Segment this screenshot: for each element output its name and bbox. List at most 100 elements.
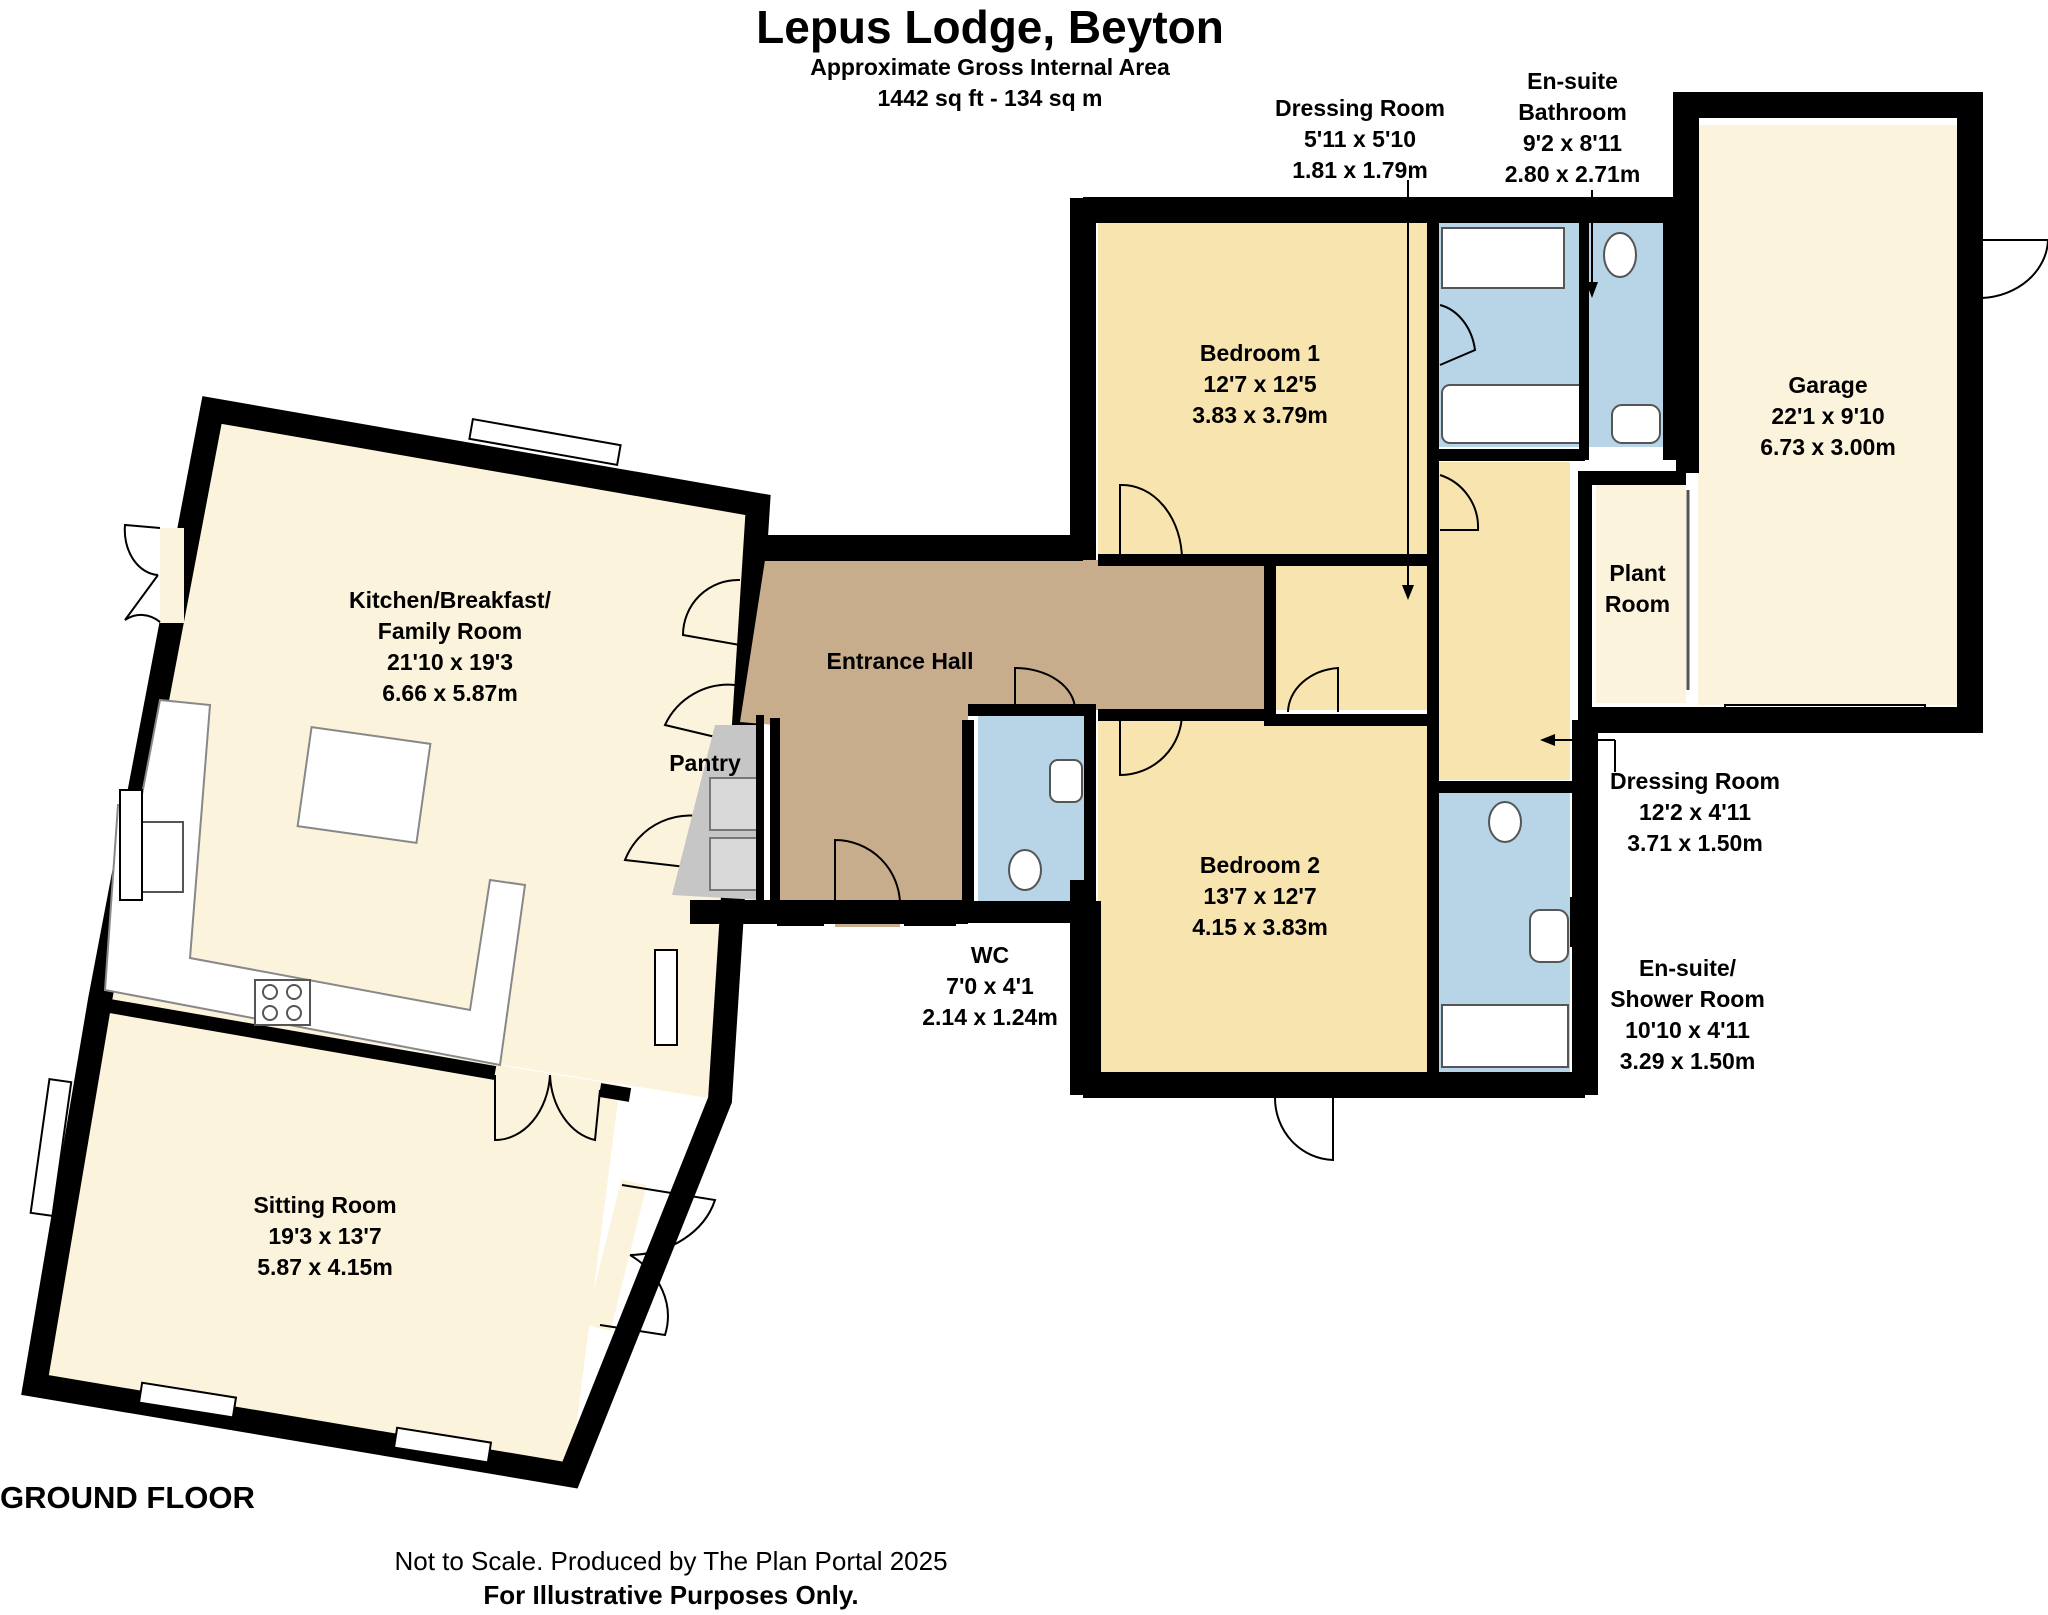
- ensuite-shower-name-2: Shower Room: [1610, 986, 1765, 1012]
- plan-footer: Not to Scale. Produced by The Plan Porta…: [0, 1544, 1342, 1612]
- wc-name: WC: [970, 942, 1010, 968]
- ensuite-bathroom-name-2: Bathroom: [1518, 99, 1627, 125]
- kitchen-imperial: 21'10 x 19'3: [386, 649, 514, 675]
- hob-ring: [286, 984, 302, 1000]
- kitchen-side-door: [160, 528, 184, 623]
- plan-header: Lepus Lodge, Beyton Approximate Gross In…: [0, 2, 1980, 114]
- sitting-window-bottom-2: [392, 1426, 493, 1464]
- dressing-1-label: Dressing Room 5'11 x 5'10 1.81 x 1.79m: [1260, 93, 1460, 186]
- bedroom-1: [1098, 222, 1428, 557]
- wc-basin: [1049, 759, 1083, 803]
- sitting-garden-door: [585, 1179, 647, 1331]
- bedroom-1-label: Bedroom 1 12'7 x 12'5 3.83 x 3.79m: [1150, 338, 1370, 431]
- dressing-2-metric: 3.71 x 1.50m: [1627, 830, 1763, 856]
- kitchen-window-right: [654, 949, 678, 1046]
- sitting-label: Sitting Room 19'3 x 13'7 5.87 x 4.15m: [185, 1190, 465, 1283]
- plant-room-label: Plant Room: [1590, 558, 1685, 620]
- footer-illustrative: For Illustrative Purposes Only.: [483, 1580, 859, 1610]
- bedroom-2-door-swing: [1119, 711, 1184, 777]
- dressing-1-name: Dressing Room: [1275, 95, 1445, 121]
- garage-name: Garage: [1788, 372, 1868, 398]
- ensuite-shower-name: En-suite/: [1638, 955, 1737, 981]
- ensuite-bathroom-imperial: 9'2 x 8'11: [1522, 130, 1623, 156]
- wc-door-swing: [1014, 666, 1076, 711]
- bedroom-1-name: Bedroom 1: [1199, 340, 1321, 366]
- sitting-metric: 5.87 x 4.15m: [257, 1254, 393, 1280]
- garage-imperial: 22'1 x 9'10: [1771, 403, 1885, 429]
- ensuite-shower-tray: [1441, 227, 1565, 289]
- dressing-2-label: Dressing Room 12'2 x 4'11 3.71 x 1.50m: [1590, 766, 1800, 859]
- plant-room: [1596, 478, 1686, 703]
- kitchen-hob: [254, 979, 311, 1026]
- sitting-name: Sitting Room: [253, 1192, 397, 1218]
- ensuite-bathroom-label: En-suite Bathroom 9'2 x 8'11 2.80 x 2.71…: [1480, 66, 1665, 190]
- hob-ring: [262, 1005, 278, 1021]
- wc-label: WC 7'0 x 4'1 2.14 x 1.24m: [900, 940, 1080, 1033]
- pantry-name: Pantry: [669, 750, 741, 776]
- ensuite-shower-label: En-suite/ Shower Room 10'10 x 4'11 3.29 …: [1590, 953, 1785, 1077]
- ensuite-bath: [1441, 384, 1588, 444]
- garage-label: Garage 22'1 x 9'10 6.73 x 3.00m: [1728, 370, 1928, 463]
- garage-metric: 6.73 x 3.00m: [1760, 434, 1896, 460]
- ensuite-toilet: [1603, 232, 1637, 278]
- kitchen-metric: 6.66 x 5.87m: [382, 680, 518, 706]
- dressing-2-name: Dressing Room: [1610, 768, 1780, 794]
- ensuite-bathroom-metric: 2.80 x 2.71m: [1504, 161, 1641, 187]
- sitting-room: [35, 1000, 620, 1475]
- sitting-window-bottom-1: [137, 1381, 238, 1419]
- shower-room-tray: [1441, 1004, 1569, 1068]
- ensuite-basin: [1611, 404, 1661, 444]
- entrance-hall: [740, 560, 1265, 905]
- plan-area: 1442 sq ft - 134 sq m: [877, 85, 1103, 111]
- dressing-2-door-swing: [1439, 474, 1480, 531]
- front-door-swing: [834, 838, 901, 906]
- sitting-imperial: 19'3 x 13'7: [268, 1223, 382, 1249]
- hall-label: Entrance Hall: [790, 646, 1010, 677]
- dressing-1-metric: 1.81 x 1.79m: [1292, 157, 1428, 183]
- hob-ring: [262, 984, 278, 1000]
- kitchen-window-left: [119, 789, 143, 901]
- kitchen-pantry-door: [681, 578, 741, 646]
- dressing-room-1: [1272, 562, 1428, 710]
- kitchen-sink: [137, 821, 184, 893]
- ensuite-bathroom-name: En-suite: [1527, 68, 1618, 94]
- kitchen-sitting-wall: [102, 998, 497, 1080]
- kitchen-name: Kitchen/Breakfast/: [349, 587, 551, 613]
- wc-toilet: [1008, 849, 1042, 891]
- garage: [1698, 125, 1958, 705]
- kitchen-island: [296, 726, 432, 844]
- shower-room-basin: [1529, 909, 1569, 963]
- bedroom-2-metric: 4.15 x 3.83m: [1192, 914, 1328, 940]
- kitchen-label: Kitchen/Breakfast/ Family Room 21'10 x 1…: [300, 585, 600, 709]
- pantry-label: Pantry: [655, 748, 755, 779]
- dressing-1-imperial: 5'11 x 5'10: [1304, 126, 1416, 152]
- bedroom-2-name: Bedroom 2: [1199, 852, 1321, 878]
- bedroom-1-door-swing: [1119, 483, 1183, 561]
- kitchen-window-top: [468, 417, 622, 467]
- ensuite-shower-metric: 3.29 x 1.50m: [1619, 1048, 1756, 1074]
- ensuite-door-swing: [1439, 304, 1477, 366]
- bedroom-2-label: Bedroom 2 13'7 x 12'7 4.15 x 3.83m: [1150, 850, 1370, 943]
- wc-imperial: 7'0 x 4'1: [946, 973, 1034, 999]
- ensuite-shower-imperial: 10'10 x 4'11: [1625, 1017, 1750, 1043]
- garage-side-door-swing: [1981, 239, 2048, 299]
- right-wing-walls: [690, 92, 1983, 1098]
- hob-ring: [286, 1005, 302, 1021]
- dressing-room-2: [1438, 462, 1570, 780]
- sitting-window-left: [29, 1077, 73, 1217]
- plant-room-name-2: Room: [1604, 591, 1671, 617]
- dressing-1-door-swing: [1287, 666, 1339, 713]
- dressing-2-imperial: 12'2 x 4'11: [1639, 799, 1751, 825]
- dressing-1-pointer-arrow: [1402, 585, 1414, 600]
- hall-name: Entrance Hall: [826, 648, 974, 674]
- plant-room-name: Plant: [1609, 560, 1666, 586]
- bedroom-1-imperial: 12'7 x 12'5: [1203, 371, 1317, 397]
- bedroom-2-garden-door-swing: [1274, 1097, 1334, 1162]
- plan-title: Lepus Lodge, Beyton: [756, 1, 1224, 53]
- pantry-shelf: [709, 837, 759, 891]
- kitchen-side-door-swing: [123, 523, 161, 623]
- plan-subtitle: Approximate Gross Internal Area: [810, 54, 1170, 80]
- footer-disclaimer: Not to Scale. Produced by The Plan Porta…: [394, 1546, 948, 1576]
- pantry-shelf: [709, 777, 759, 831]
